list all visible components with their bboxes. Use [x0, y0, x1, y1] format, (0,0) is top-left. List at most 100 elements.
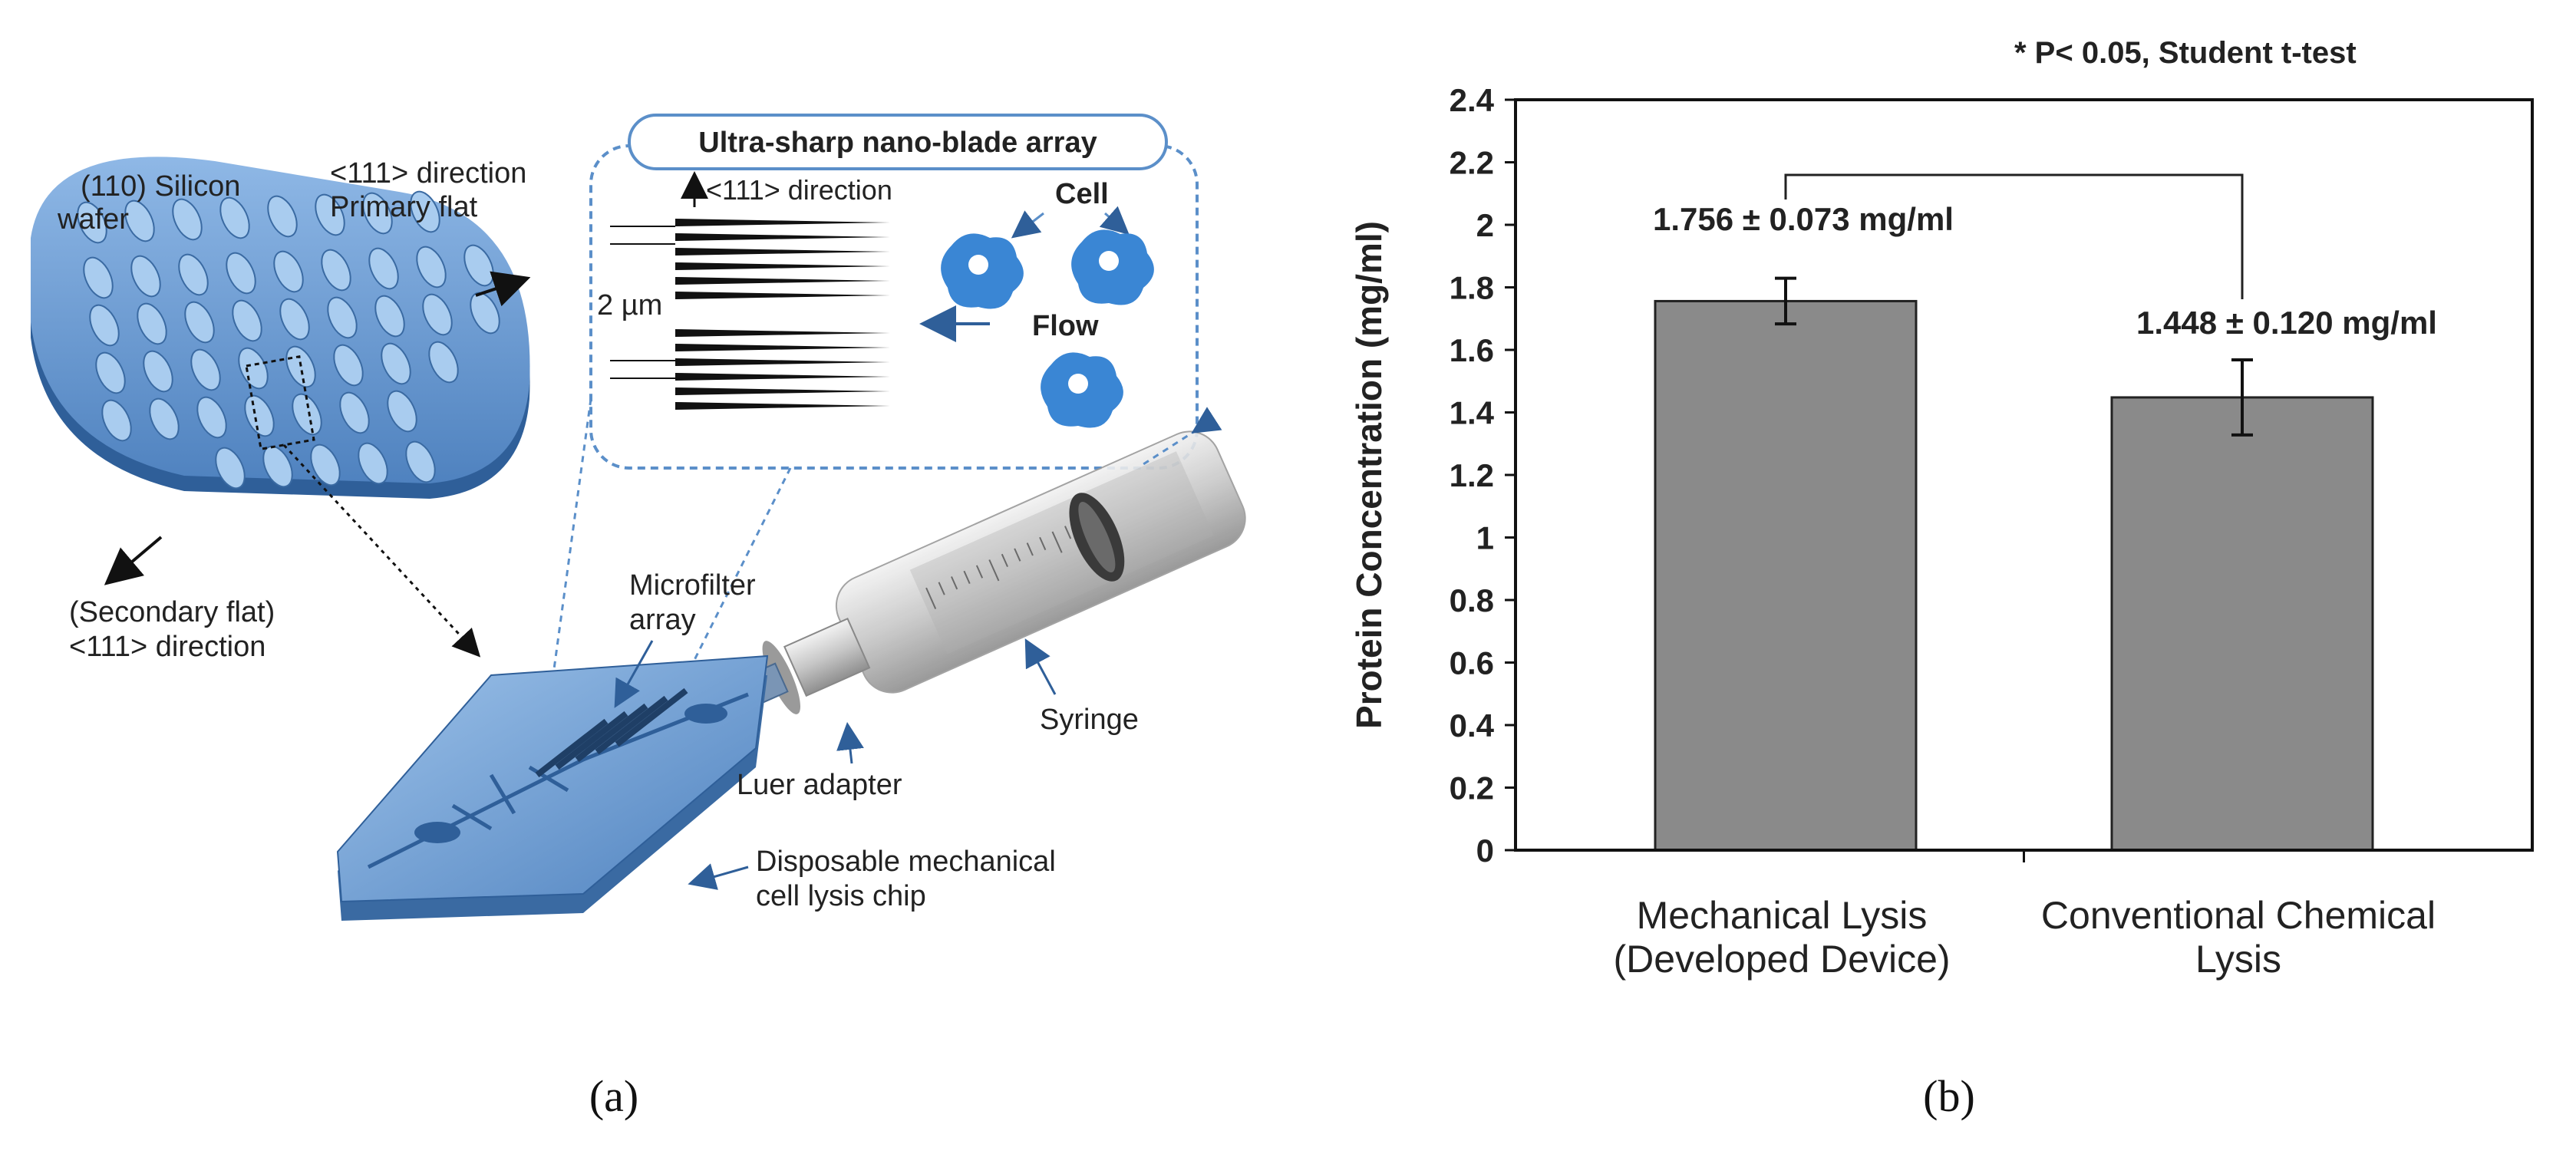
- nano-blade: [675, 233, 890, 241]
- nano-blade: [675, 402, 890, 410]
- cell-arrow-left: [1011, 210, 1044, 239]
- panel-a-caption: (a): [589, 1071, 638, 1121]
- y-tick-label: 2.2: [1450, 145, 1494, 181]
- chip-filter-bar: [615, 687, 688, 747]
- syringe-tick: [1014, 548, 1021, 562]
- chip-label-line2: cell lysis chip: [756, 880, 926, 912]
- y-axis-ticks: 00.20.40.60.811.21.41.61.822.22.4: [1450, 82, 1516, 869]
- secondary-flat-label-line1: (Secondary flat): [69, 596, 275, 628]
- bar-data-label: 1.756 ± 0.073 mg/ml: [1653, 201, 1954, 237]
- syringe-tick: [1001, 553, 1008, 568]
- wafer-die: [410, 190, 440, 233]
- wafer-die: [226, 252, 256, 295]
- syringe-arrow: [1024, 638, 1057, 695]
- wafer-die: [89, 304, 120, 347]
- wafer-die: [279, 298, 310, 341]
- wafer-die: [196, 396, 227, 439]
- wafer-die: [381, 342, 411, 385]
- wafer-die: [267, 195, 298, 238]
- wafer-die: [321, 249, 351, 292]
- y-tick-label: 1.8: [1450, 270, 1494, 306]
- error-bars: [1775, 276, 2253, 437]
- wafer-die: [405, 440, 436, 483]
- wafer-die: [178, 253, 209, 296]
- wafer-die: [285, 345, 316, 388]
- wafer-die: [374, 295, 405, 338]
- syringe-tick: [1051, 531, 1063, 553]
- microfilter-label-line1: Microfilter: [629, 569, 756, 602]
- inset-dimension-label: 2 µm: [597, 289, 662, 321]
- x-category-label: Conventional Chemical: [2041, 894, 2436, 937]
- y-tick-label: 0.2: [1450, 770, 1494, 806]
- primary-flat-arrow: [475, 271, 531, 307]
- wafer-die: [219, 196, 250, 239]
- nano-blade-inset: Ultra-sharp nano-blade array <111> direc…: [589, 114, 1199, 470]
- y-tick-label: 0.4: [1450, 707, 1495, 744]
- secondary-flat-arrow: [104, 536, 163, 585]
- syringe: [707, 407, 1246, 717]
- microfilter-arrow: [614, 640, 654, 708]
- nano-blade: [675, 387, 890, 395]
- y-tick-label: 2.4: [1450, 82, 1495, 118]
- y-tick-label: 0.8: [1450, 582, 1494, 618]
- significance-note: * P< 0.05, Student t-test: [2014, 36, 2357, 70]
- wafer-die: [292, 393, 322, 436]
- chip-filter-bar: [555, 711, 628, 770]
- nano-blade: [675, 373, 890, 381]
- chip-label-line1: Disposable mechanical: [756, 846, 1056, 878]
- cell-3: [1041, 352, 1123, 428]
- wafer-die: [428, 341, 459, 384]
- nano-blade: [675, 329, 890, 337]
- nano-blade: [675, 292, 890, 299]
- nano-blade: [675, 262, 890, 270]
- y-tick-label: 1: [1476, 520, 1494, 556]
- wafer-die: [422, 293, 453, 336]
- significance-bracket: [1784, 173, 2244, 299]
- primary-flat-label-line2: Primary flat: [330, 191, 478, 223]
- wafer-die: [358, 442, 388, 485]
- chip-filter-bar: [535, 718, 609, 778]
- inset-cell-label: Cell: [1055, 178, 1109, 210]
- chip-port-2: [684, 704, 727, 724]
- cell-1: [941, 233, 1024, 309]
- blade-array: [675, 219, 890, 410]
- panel-b-caption: (b): [1923, 1071, 1975, 1121]
- wafer-die: [327, 296, 358, 339]
- x-category-label: Lysis: [2195, 938, 2281, 981]
- data-labels: 1.756 ± 0.073 mg/ml 1.448 ± 0.120 mg/ml: [1653, 201, 2437, 341]
- luer-adapter-arrow: [836, 722, 864, 764]
- x-category-label: (Developed Device): [1613, 938, 1950, 981]
- syringe-tick: [988, 559, 1000, 582]
- wafer-die: [172, 198, 203, 241]
- silicon-wafer: [31, 157, 530, 658]
- wafer-die: [416, 246, 447, 288]
- x-axis-category-labels: Mechanical Lysis(Developed Device) Conven…: [1613, 850, 2436, 981]
- wafer-die: [362, 192, 393, 235]
- primary-flat-label-line1: <111> direction: [330, 157, 526, 190]
- chip-microfilter-bars: [535, 687, 688, 778]
- wafer-die: [124, 199, 155, 242]
- wafer-label-line1: (110) Silicon: [81, 170, 240, 203]
- nano-blade: [675, 277, 890, 285]
- syringe-tick: [963, 570, 971, 585]
- inset-direction-label: <111> direction: [706, 174, 892, 206]
- wafer-die: [310, 443, 341, 486]
- x-category-label: Mechanical Lysis: [1637, 894, 1928, 937]
- luer-adapter-label: Luer adapter: [737, 769, 902, 801]
- y-tick-label: 0.6: [1450, 645, 1494, 681]
- y-tick-label: 0: [1476, 833, 1494, 869]
- wafer-die: [130, 255, 161, 298]
- wafer-die: [273, 250, 304, 293]
- y-axis-label: Protein Concentration (mg/ml): [1349, 221, 1389, 729]
- wafer-die: [368, 247, 399, 290]
- inset-title-pill: [628, 114, 1168, 170]
- y-tick-label: 1.6: [1450, 332, 1494, 368]
- syringe-label: Syringe: [1040, 704, 1139, 736]
- bar-data-label: 1.448 ± 0.120 mg/ml: [2136, 305, 2437, 341]
- syringe-tick: [975, 565, 984, 579]
- syringe-tick: [951, 576, 958, 590]
- bars: [1654, 299, 2374, 852]
- wafer-label-line2: wafer: [57, 203, 129, 236]
- chip-arrow: [688, 863, 749, 890]
